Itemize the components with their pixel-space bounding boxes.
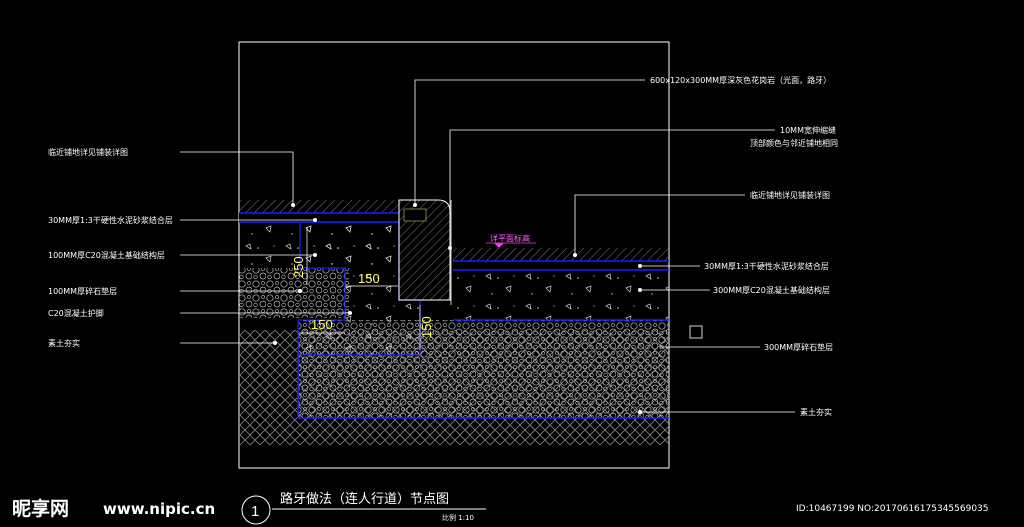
dimension-lines [300,228,421,350]
level-mark-label: 详平面标高 [490,233,530,243]
granite-curb [398,199,451,301]
label-left-mortar: 30MM厚1:3干硬性水泥砂浆结合层 [48,215,173,225]
label-left-concrete: 100MM厚C20混凝土基础结构层 [48,250,165,260]
label-right-gravel: 300MM厚碎石垫层 [764,342,833,352]
concrete-haunch [298,222,420,355]
leaders-right [413,79,795,414]
level-mark-triangle [494,243,504,248]
title-number-circle [241,495,271,525]
label-right-granite: 600x120x300MM厚深灰色花岗岩（光面，路牙） [650,75,831,85]
watermark-brand: 昵享网 [12,497,69,520]
mortar-left [239,213,399,222]
label-left-haunch: C20混凝土护脚 [48,308,104,318]
gravel-left [239,268,349,318]
label-left-earth: 素土夯实 [48,338,80,348]
label-right-mortar: 30MM厚1:3干硬性水泥砂浆结合层 [704,261,829,271]
paving-right [453,248,669,261]
drawing-title: 路牙做法（连人行道）节点图 [280,491,449,507]
label-left-gravel: 100MM厚碎石垫层 [48,286,117,296]
marker-square [689,325,703,339]
dim-150-vertical: 150 [419,316,434,338]
dim-150-bottom: 150 [311,317,333,332]
label-right-joint-note: 顶部颜色与邻近铺地相同 [750,138,838,148]
watermark-url: www.nipic.cn [103,500,215,518]
label-right-joint: 10MM宽伸缩缝 [780,125,836,135]
label-right-paving: 临近铺地详见铺装详图 [750,190,830,200]
leaders-left [180,151,352,345]
dim-150-top: 150 [358,271,380,286]
watermark-id: ID:10467199 NO:20170616175345569035 [796,504,989,514]
paving-left [239,200,399,213]
label-right-concrete: 300MM厚C20混凝土基础结构层 [713,285,830,295]
label-right-earth: 素土夯实 [800,407,832,417]
title-number: 1 [251,503,259,520]
drawing-scale: 比例 1:10 [442,513,474,522]
concrete-base-right [453,270,669,320]
dim-250: 250 [291,256,306,278]
label-left-paving: 临近铺地详见铺装详图 [48,147,128,157]
